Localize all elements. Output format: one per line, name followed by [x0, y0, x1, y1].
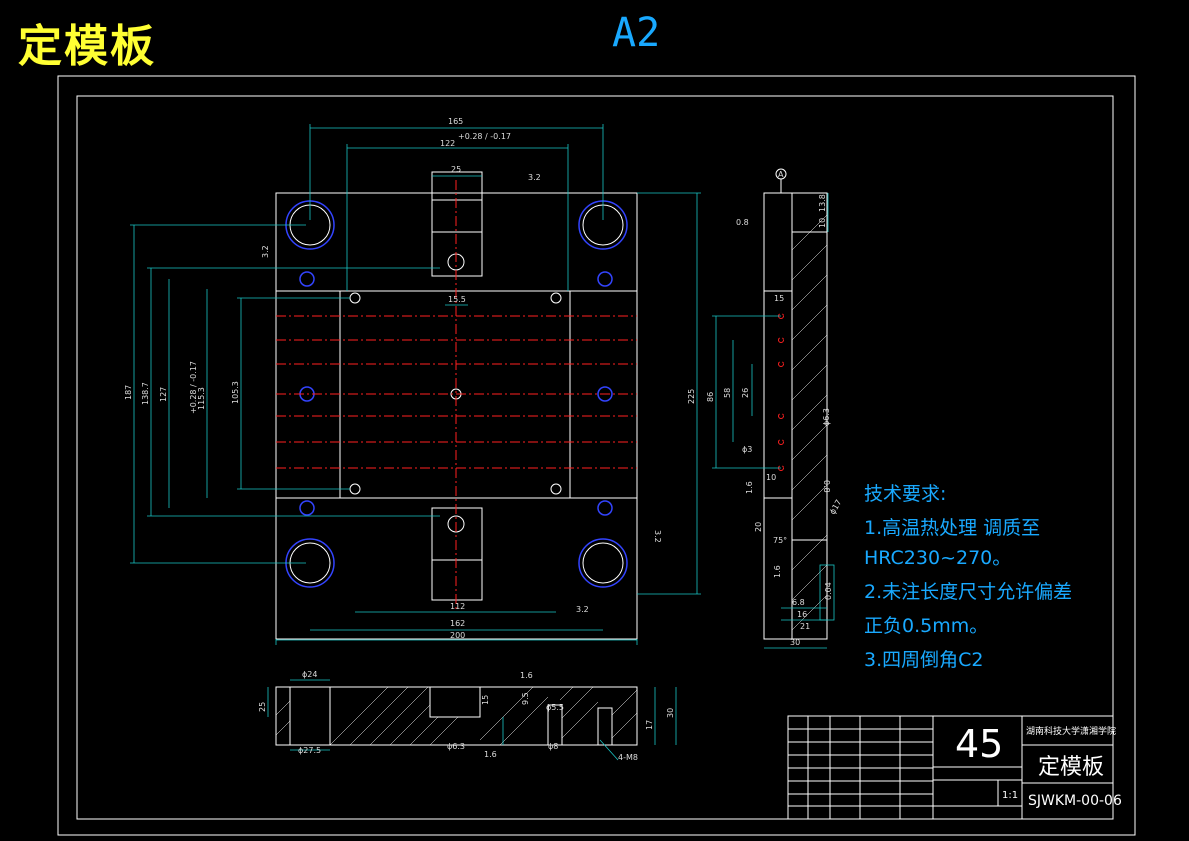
- side-view: A 13.8 10 15 86 58 26 ϕ6.3 ϕ3 10 0.8 1.6…: [706, 168, 844, 649]
- dim-phi6-3: ϕ6.3: [822, 408, 831, 426]
- dim-122-tol: +0.28 / -0.17: [458, 132, 511, 141]
- dim-122: 122: [440, 139, 455, 148]
- pin-hole-2: [550, 292, 562, 304]
- tb-school: 湖南科技大学潇湘学院: [1026, 725, 1116, 737]
- tech-heading: 技术要求:: [864, 483, 946, 505]
- pin-hole-3: [349, 483, 361, 495]
- roughness-a: 3.2: [528, 173, 541, 182]
- dim-165: 165: [448, 117, 463, 126]
- dim-15: 15: [774, 294, 784, 303]
- dim-200: 200: [450, 631, 465, 640]
- pin-hole-4: [550, 483, 562, 495]
- screw-hole-6: [597, 500, 613, 516]
- screw-hole-2: [597, 271, 613, 287]
- side-dim-lines: [712, 168, 835, 649]
- tech-item-1: 1.高温热处理 调质至: [864, 517, 1040, 539]
- dim-86: 86: [706, 392, 715, 402]
- dim-105-3: 105.3: [231, 381, 240, 404]
- dim-187: 187: [124, 385, 133, 400]
- screw-hole-4: [597, 386, 613, 402]
- dim-6-8: 6.8: [792, 598, 805, 607]
- ang-75: 75°: [773, 536, 787, 545]
- roughness-c: 3.2: [653, 530, 662, 543]
- tol-0-04: 0.04: [824, 582, 833, 600]
- dim-58: 58: [723, 388, 732, 398]
- dim-phi27-5: ϕ27.5: [298, 746, 321, 755]
- dim-15-5: 15.5: [448, 295, 466, 304]
- dim-112: 112: [450, 602, 465, 611]
- tech-item-4: 正负0.5mm。: [864, 615, 988, 637]
- tech-item-3: 2.未注长度尺寸允许偏差: [864, 581, 1072, 603]
- dim-225: 225: [687, 389, 696, 404]
- dim-15s: 15: [481, 695, 490, 705]
- dim-25s: 25: [258, 702, 267, 712]
- dim-30: 30: [790, 638, 800, 647]
- slot-bottom: [431, 507, 483, 601]
- screw-hole-1: [299, 271, 315, 287]
- drawing-title: 定模板: [18, 21, 156, 72]
- dim-115-3: 115.3: [197, 387, 206, 410]
- plan-dim-lines: [130, 124, 701, 645]
- datum-a: A: [778, 170, 784, 179]
- dim-25: 25: [451, 165, 461, 174]
- screw-hole-5: [299, 500, 315, 516]
- guide-hole-br-i: [582, 542, 624, 584]
- outer-border: [57, 75, 1136, 836]
- dim-10b: 10: [766, 473, 776, 482]
- dim-115-tol: +0.28 / -0.17: [189, 361, 198, 414]
- roughness-d: 3.2: [576, 605, 589, 614]
- cooling-channels: [276, 180, 637, 610]
- sheet-size-label: A2: [612, 10, 661, 56]
- rough-0-8b: 0.8: [822, 480, 831, 493]
- guide-hole-br: [578, 538, 628, 588]
- dim-phi6-3s: ϕ6.3: [447, 742, 465, 751]
- dim-26: 26: [741, 388, 750, 398]
- dim-13-8: 13.8: [818, 194, 827, 212]
- tech-item-5: 3.四周倒角C2: [864, 649, 983, 671]
- roughness-b: 3.2: [261, 245, 270, 258]
- dim-phi24: ϕ24: [302, 670, 317, 679]
- tech-requirements: 技术要求: 1.高温热处理 调质至 HRC230~270。 2.未注长度尺寸允许…: [864, 483, 1072, 671]
- tb-scale: 1:1: [1002, 790, 1018, 801]
- rough-0-8: 0.8: [736, 218, 749, 227]
- section-dim-lines: [267, 679, 677, 761]
- dim-phi3: ϕ3: [742, 445, 752, 454]
- plan-view: 165 122 +0.28 / -0.17 25 15.5 112 162 20…: [124, 117, 701, 645]
- dim-16: 16: [797, 610, 807, 619]
- slot-top: [431, 171, 483, 277]
- dim-20: 20: [754, 522, 763, 532]
- section-hatch: [275, 686, 638, 746]
- dim-phi17: ϕ17: [828, 498, 844, 516]
- side-outline: [763, 192, 828, 640]
- dim-9-5: 9.5: [521, 692, 530, 705]
- dim-127: 127: [159, 387, 168, 402]
- inner-border: [76, 95, 1114, 820]
- pin-hole-1: [349, 292, 361, 304]
- dim-138-7: 138.7: [141, 382, 150, 405]
- tb-drawing-no: SJWKM-00-06: [1028, 793, 1122, 809]
- dim-17: 17: [645, 720, 654, 730]
- rough-1-6s: 1.6: [520, 671, 533, 680]
- dim-phi5-5: ϕ5.5: [546, 703, 564, 712]
- tech-item-2: HRC230~270。: [864, 547, 1011, 569]
- rough-1-6sb: 1.6: [484, 750, 497, 759]
- rough-1-6b: 1.6: [773, 565, 782, 578]
- side-hatch: [791, 214, 828, 631]
- section-view: ϕ24 25 ϕ27.5 1.6 15 9.5 ϕ5.5 ϕ6.3 ϕ8 1.6…: [258, 670, 677, 762]
- side-cooling-holes: [778, 313, 784, 471]
- dim-10: 10: [818, 218, 827, 228]
- title-block: 45 湖南科技大学潇湘学院 定模板 SJWKM-00-06 1:1: [787, 715, 1122, 820]
- rough-1-6: 1.6: [745, 481, 754, 494]
- tb-part-name: 定模板: [1038, 755, 1104, 780]
- dim-162: 162: [450, 619, 465, 628]
- thread-4-m8: 4-M8: [618, 753, 638, 762]
- dim-30s: 30: [666, 708, 675, 718]
- tb-material: 45: [955, 722, 1003, 766]
- dim-phi8: ϕ8: [548, 742, 558, 751]
- dim-21: 21: [800, 622, 810, 631]
